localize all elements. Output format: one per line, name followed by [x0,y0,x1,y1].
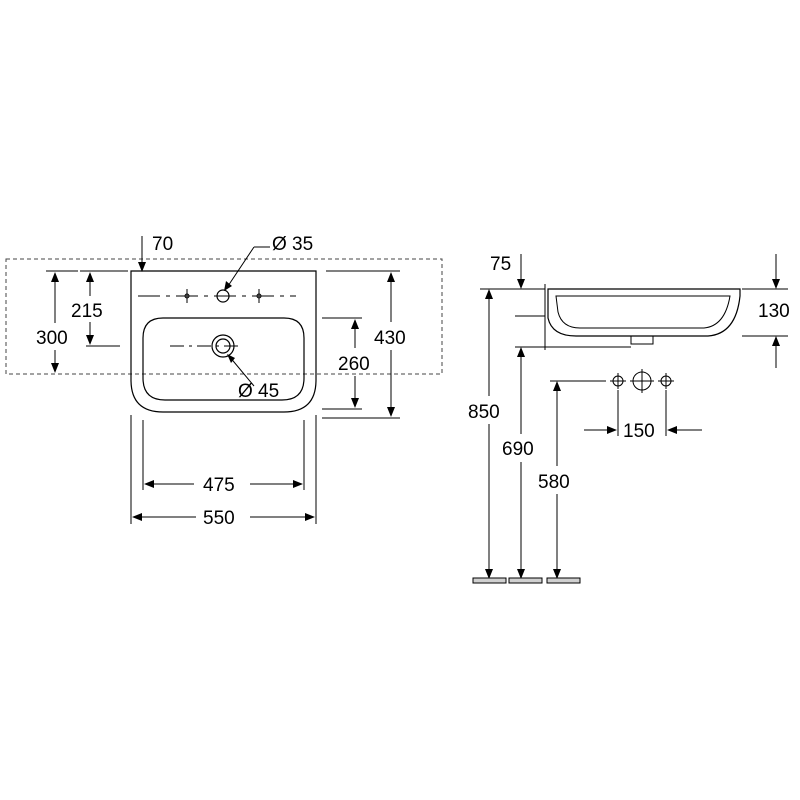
dim-diameter-35-label: Ø 35 [272,234,313,255]
floor-block-left [472,577,507,584]
dim-850-label: 850 [468,402,500,423]
waste-outer-circle [211,334,235,358]
basin-side-profile [547,288,741,337]
dim-260-label: 260 [338,354,370,375]
basin-inner-bowl [142,317,305,401]
dim-75-label: 75 [490,254,511,275]
dim-150-label: 150 [623,421,655,442]
dim-70-label: 70 [152,234,173,255]
left-supply-connection [610,373,626,389]
dim-430-label: 430 [374,328,406,349]
waste-inner-circle [215,338,231,354]
wall-outline [5,258,443,375]
dim-550-label: 550 [203,508,235,529]
dim-215-label: 215 [71,301,103,322]
floor-block-right [546,577,581,584]
side-view: 75 130 850 690 580 [468,254,790,584]
waste-outlet [630,335,654,345]
dim-475-label: 475 [203,475,235,496]
dim-300-label: 300 [36,328,68,349]
right-taphole-marker [252,289,266,303]
dim-580-label: 580 [538,472,570,493]
right-supply-connection [658,373,674,389]
waste-connection [630,369,654,393]
front-view: 70 Ø 35 Ø 45 215 300 260 [5,234,443,529]
dim-diameter-45-label: Ø 45 [238,381,279,402]
floor-block-middle [508,577,543,584]
left-taphole-marker [180,289,194,303]
basin-inner-profile [555,295,731,329]
dim-130-label: 130 [758,301,790,322]
dim-690-label: 690 [502,439,534,460]
basin-outer-outline [130,270,317,413]
